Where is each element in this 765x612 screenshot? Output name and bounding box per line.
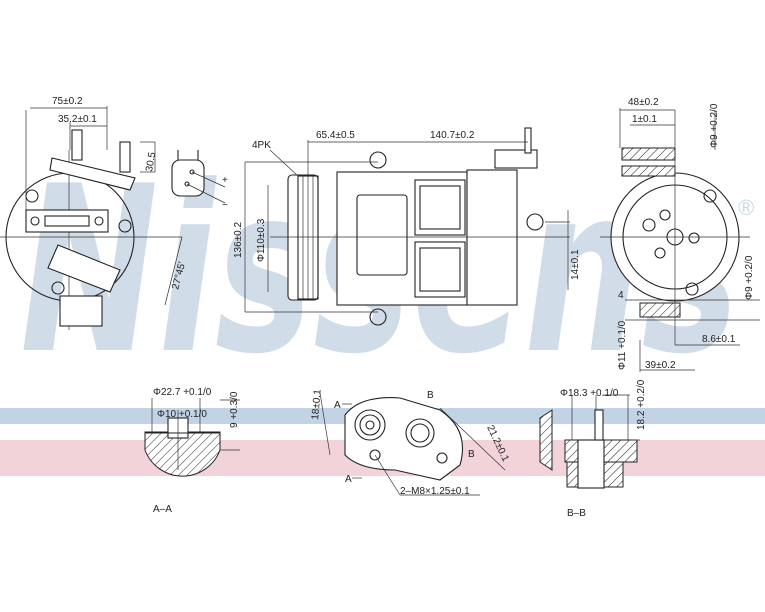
connector-plus-label: + bbox=[222, 175, 228, 186]
dim-four: 4 bbox=[618, 290, 624, 301]
front-view bbox=[244, 127, 570, 326]
connector-minus-label: − bbox=[222, 200, 228, 211]
dim-offset: 14±0.1 bbox=[570, 249, 581, 280]
section-aa-label: A–A bbox=[153, 504, 172, 515]
rear-view bbox=[600, 108, 760, 372]
marker-b-top: B bbox=[427, 390, 434, 401]
dim-bb-height: 18.2 +0.2/0 bbox=[636, 379, 647, 430]
dim-mount-height: 136±0.2 bbox=[233, 221, 244, 258]
dim-side-height: 30.5 bbox=[144, 151, 158, 173]
marker-a-bottom: A bbox=[345, 474, 352, 485]
dim-port-left: 18±0.1 bbox=[310, 388, 324, 420]
port-view bbox=[319, 392, 506, 496]
dim-aa-inner: Φ10 +0.1/0 bbox=[157, 409, 207, 420]
dim-aa-outer: Φ22.7 +0.1/0 bbox=[153, 387, 212, 398]
dim-pulley-offset: 65.4±0.5 bbox=[316, 130, 355, 141]
marker-b-right: B bbox=[468, 449, 475, 460]
marker-a-top: A bbox=[334, 400, 341, 411]
side-view bbox=[0, 106, 183, 330]
electrical-connector bbox=[171, 150, 226, 204]
dim-rear-width: 48±0.2 bbox=[628, 97, 659, 108]
dim-depth: 8.6±0.1 bbox=[702, 334, 736, 345]
dim-bb-dia: Φ18.3 +0.1/0 bbox=[560, 388, 619, 399]
dim-hole-dia: Φ11 +0.1/0 bbox=[617, 320, 628, 370]
dim-length: 140.7±0.2 bbox=[430, 130, 475, 141]
dim-base: 39±0.2 bbox=[645, 360, 676, 371]
dim-side-width: 75±0.2 bbox=[52, 96, 83, 107]
section-bb-label: B–B bbox=[567, 508, 586, 519]
port-thread: 2–M8×1.25±0.1 bbox=[400, 486, 470, 497]
dim-rear-small: 1±0.1 bbox=[632, 114, 657, 125]
section-b-b bbox=[539, 394, 640, 489]
section-a-a bbox=[144, 398, 240, 477]
dim-hole-top: Φ9 +0.2/0 bbox=[709, 103, 720, 148]
registered-mark: ® bbox=[738, 195, 754, 220]
dim-side-port: 35.2±0.1 bbox=[58, 114, 97, 125]
dim-hole-bottom: Φ9 +0.2/0 bbox=[744, 255, 755, 300]
dim-aa-depth: 9 +0.3/0 bbox=[229, 391, 240, 428]
pulley-label: 4PK bbox=[252, 140, 271, 151]
dim-pulley-dia: Φ110±0.3 bbox=[256, 218, 267, 262]
